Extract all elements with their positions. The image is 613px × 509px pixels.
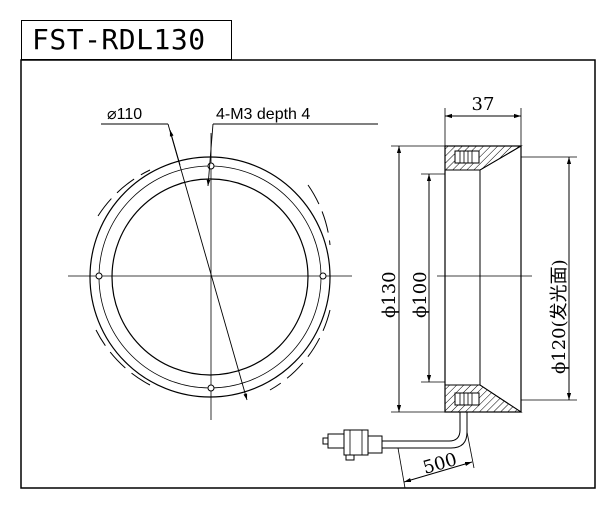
cable-dim-line: [403, 461, 473, 483]
outer-ring-circle: [89, 156, 331, 398]
outer-dia-label: ϕ130: [379, 271, 400, 318]
hidden-arc-right-top: [307, 184, 331, 246]
dia110-leader: [167, 123, 248, 401]
cable-dim-ext-left: [397, 447, 406, 489]
drawing-frame: [20, 59, 596, 489]
mount-hole-right: [319, 272, 327, 280]
hidden-arc-right-bottom: [269, 309, 331, 391]
bolt-circle: [98, 165, 322, 389]
front-view: ⌀110 4-M3 depth 4: [68, 106, 378, 420]
side-body-outline: [444, 145, 522, 413]
emit-dia-label: ϕ120(发光面): [549, 259, 570, 374]
cable-length-label: 500: [421, 449, 460, 479]
bottom-pcb-pocket: [454, 392, 480, 406]
inner-dia-label: ϕ100: [410, 271, 431, 318]
drawing-title: FST-RDL130: [32, 23, 206, 56]
dia110-leader-top-arrow: [169, 129, 181, 166]
thread-label: 4-M3 depth 4: [216, 106, 310, 123]
mount-hole-bottom: [207, 384, 215, 392]
mount-hole-top: [207, 162, 215, 170]
side-view: 37 ϕ130 ϕ100 ϕ120(发光面): [322, 94, 577, 489]
mount-hole-left: [95, 272, 103, 280]
width-label: 37: [472, 94, 495, 115]
hidden-arc-left-bottom: [95, 329, 151, 386]
inner-ring-circle: [111, 178, 309, 376]
hidden-arc-left-top: [97, 169, 151, 217]
top-pcb-pocket: [454, 150, 480, 164]
bottom-thread-marks: [459, 393, 473, 405]
cable-connector: [322, 429, 383, 461]
thread-leader: [206, 123, 214, 187]
cable-dim-ext-right: [466, 431, 475, 469]
cable-upper-line: [380, 412, 468, 449]
bolt-circle-label: ⌀110: [107, 106, 142, 123]
cable-lower-line: [380, 412, 461, 442]
top-thread-marks: [459, 151, 473, 163]
title-block: FST-RDL130: [21, 20, 232, 60]
